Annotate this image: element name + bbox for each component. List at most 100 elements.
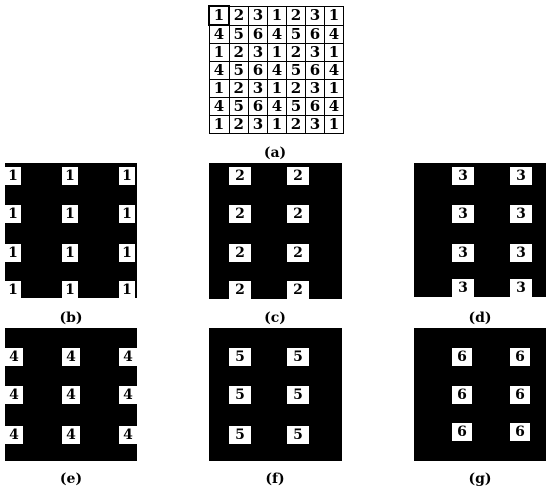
digit-cell: 1 — [119, 244, 135, 262]
grid-cell: 2 — [286, 43, 306, 62]
grid-cell: 4 — [267, 61, 287, 80]
digit-cell: 3 — [510, 279, 532, 297]
digit-cell: 3 — [452, 167, 474, 185]
digit-cell: 1 — [62, 205, 78, 223]
grid-cell: 5 — [286, 97, 306, 116]
digit-cell: 4 — [62, 348, 80, 366]
digit-cell: 2 — [229, 205, 251, 223]
digit-cell: 2 — [229, 167, 251, 185]
digit-cell: 5 — [287, 348, 309, 366]
digit-cell: 1 — [62, 281, 78, 299]
digit-cell: 1 — [119, 167, 135, 185]
label-e: (e) — [59, 471, 83, 487]
digit-cell: 4 — [5, 386, 23, 404]
label-f: (f) — [265, 471, 285, 487]
digit-cell: 6 — [452, 423, 472, 441]
digit-cell: 2 — [287, 205, 309, 223]
digit-cell: 4 — [119, 348, 137, 366]
digit-cell: 4 — [119, 426, 137, 444]
grid-cell: 3 — [305, 43, 325, 62]
digit-cell: 3 — [452, 279, 474, 297]
digit-cell: 2 — [229, 281, 251, 299]
grid-cell: 4 — [324, 61, 344, 80]
digit-cell: 3 — [452, 244, 474, 262]
grid-cell: 1 — [324, 115, 344, 134]
grid-cell: 1 — [324, 5, 344, 26]
digit-cell: 3 — [452, 205, 474, 223]
grid-cell: 4 — [208, 24, 230, 44]
grid-cell: 5 — [286, 61, 306, 80]
label-a: (a) — [263, 145, 287, 161]
label-b: (b) — [59, 310, 83, 326]
label-g: (g) — [468, 471, 492, 487]
digit-cell: 1 — [62, 167, 78, 185]
grid-cell: 6 — [305, 24, 325, 44]
digit-cell: 5 — [229, 426, 251, 444]
grid-cell: 1 — [208, 115, 230, 134]
digit-cell: 2 — [229, 244, 251, 262]
grid-cell: 2 — [228, 43, 249, 62]
digit-cell: 1 — [5, 244, 21, 262]
label-d: (d) — [468, 310, 492, 326]
grid-cell: 1 — [267, 115, 287, 134]
grid-cell: 1 — [208, 5, 230, 26]
label-c: (c) — [264, 310, 286, 326]
digit-cell: 5 — [229, 386, 251, 404]
grid-cell: 1 — [267, 79, 287, 98]
grid-cell: 1 — [208, 79, 230, 98]
digit-cell: 1 — [119, 205, 135, 223]
grid-cell: 6 — [305, 97, 325, 116]
digit-cell: 3 — [510, 167, 532, 185]
grid-cell: 2 — [228, 5, 249, 26]
digit-cell: 6 — [452, 386, 472, 404]
digit-cell: 6 — [510, 423, 530, 441]
grid-cell: 5 — [228, 61, 249, 80]
grid-cell: 4 — [324, 24, 344, 44]
digit-cell: 1 — [5, 167, 21, 185]
grid-cell: 1 — [324, 43, 344, 62]
grid-cell: 1 — [267, 43, 287, 62]
digit-cell: 1 — [119, 281, 135, 299]
grid-cell: 6 — [248, 61, 268, 80]
grid-cell: 2 — [286, 5, 306, 26]
digit-cell: 5 — [287, 426, 309, 444]
grid-cell: 5 — [228, 97, 249, 116]
digit-cell: 2 — [287, 244, 309, 262]
grid-cell: 1 — [208, 43, 230, 62]
grid-cell: 3 — [305, 115, 325, 134]
grid-cell: 6 — [248, 97, 268, 116]
grid-cell: 5 — [228, 24, 249, 44]
digit-cell: 3 — [510, 244, 532, 262]
grid-cell: 2 — [286, 79, 306, 98]
digit-cell: 2 — [287, 167, 309, 185]
grid-cell: 3 — [248, 43, 268, 62]
grid-cell: 4 — [267, 97, 287, 116]
digit-cell: 4 — [5, 348, 23, 366]
digit-cell: 6 — [510, 386, 530, 404]
grid-cell: 4 — [324, 97, 344, 116]
grid-cell: 2 — [286, 115, 306, 134]
digit-cell: 1 — [62, 244, 78, 262]
grid-cell: 6 — [248, 24, 268, 44]
grid-cell: 2 — [228, 79, 249, 98]
digit-cell: 5 — [229, 348, 251, 366]
grid-cell: 5 — [286, 24, 306, 44]
grid-cell: 1 — [267, 5, 287, 26]
grid-cell: 3 — [248, 115, 268, 134]
grid-cell: 3 — [248, 5, 268, 26]
digit-cell: 4 — [62, 386, 80, 404]
digit-cell: 4 — [119, 386, 137, 404]
grid-cell: 3 — [248, 79, 268, 98]
